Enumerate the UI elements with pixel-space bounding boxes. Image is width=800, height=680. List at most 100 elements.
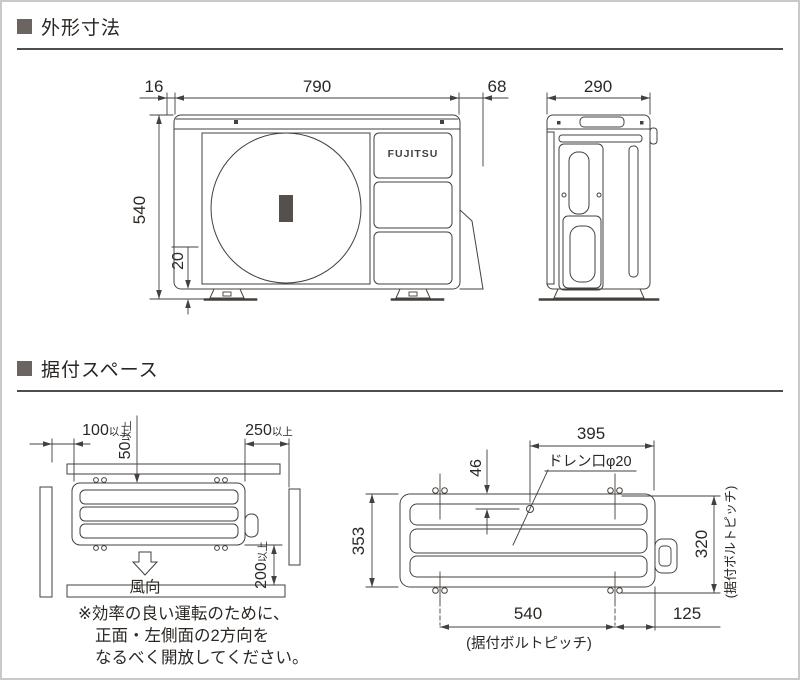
clearance-left-suffix: 以上 — [109, 426, 130, 438]
dim-width: 790 — [303, 77, 331, 96]
clearance-back-value: 50 — [117, 442, 134, 460]
valve-cover-bump — [244, 513, 259, 538]
bolt-centerline-extensions — [439, 601, 616, 626]
wall-face-lines — [51, 473, 290, 598]
clearance-right-label: 250以上 — [245, 422, 293, 439]
section-header-install: 据付スペース — [17, 355, 783, 392]
note-line: ※効率の良い運転のために、 — [78, 605, 290, 623]
unit-top-view: 風向 — [71, 477, 259, 596]
section-title-install: 据付スペース — [41, 360, 159, 381]
efficiency-note: ※効率の良い運転のために、 正面・左側面の2方向を なるべく開放してください。 — [78, 603, 309, 669]
extension-lines — [529, 440, 655, 503]
dim-depth: 290 — [584, 77, 612, 96]
left-foot — [209, 288, 245, 299]
side-foot — [553, 288, 645, 299]
side-vent-slot — [628, 145, 639, 278]
dim-edge-offset: 125 — [673, 604, 701, 623]
inner-panel — [558, 143, 604, 291]
extension-lines — [546, 92, 651, 115]
fan-circle — [210, 132, 362, 284]
bolt-icon — [432, 587, 439, 594]
brand-logo: FUJITSU — [388, 148, 439, 160]
dim-foot-height: 20 — [170, 252, 187, 270]
dim-drain-to-edge: 395 — [577, 424, 605, 443]
clearance-left-value: 100 — [82, 422, 109, 439]
lower-cover-inner — [569, 225, 596, 283]
mounting-bolts — [93, 477, 228, 551]
front-top-dimensions: 16 790 68 — [139, 77, 509, 167]
bolt-icon — [214, 545, 220, 551]
clearance-front-label: 200以上 — [253, 541, 270, 589]
cap-bolt-icon — [640, 121, 644, 125]
section-bullet-icon — [17, 19, 32, 34]
front-view: FUJITSU — [173, 114, 484, 301]
side-view — [538, 114, 660, 301]
height-dimension: 540 — [130, 114, 206, 300]
inner-handle-slot — [568, 151, 590, 215]
right-foot — [395, 288, 431, 299]
horizontal-pitch-dimension-line — [439, 586, 721, 631]
dim-bolt-pitch-horizontal: 540 — [514, 604, 542, 623]
dim-protrusion: 68 — [488, 77, 507, 96]
dimension-arrows — [245, 441, 289, 447]
clearance-left-label: 100以上 — [82, 422, 130, 439]
clearance-back-suffix: 以上 — [121, 421, 133, 442]
bolt-icon — [222, 477, 228, 483]
bolt-icon — [607, 587, 614, 594]
note-line: 正面・左側面の2方向を — [95, 627, 270, 645]
side-panel-top — [373, 132, 453, 179]
cap-bolt-icon — [234, 120, 238, 124]
bolt-icon — [616, 487, 623, 494]
dim-drain-offset: 46 — [468, 459, 485, 477]
dimension-arrows — [43, 441, 83, 447]
bolt-icon — [101, 545, 107, 551]
dimension-arrow — [134, 474, 140, 483]
top-vent-slot — [558, 134, 643, 143]
unit-outline — [71, 482, 246, 546]
bolt-pitch-note-vertical: (据付ボルトピッチ) — [723, 486, 738, 599]
installation-drawing: 風向 100以上 50以上 250以上 200以上 — [29, 415, 738, 652]
wind-direction-arrow-icon — [131, 551, 159, 576]
bolt-icon — [607, 487, 614, 494]
dimension-arrows — [484, 485, 490, 518]
bolt-icon — [441, 587, 448, 594]
bottom-view-dimensions: 353 46 395 320 (据付ボルトピッチ) 540 125 (据付ボルト… — [349, 424, 738, 652]
clearance-front-value: 200 — [253, 562, 270, 589]
right-foot-bolt — [408, 291, 418, 297]
unit-body — [173, 114, 461, 290]
drain-leader-line — [512, 469, 637, 546]
extension-lines — [166, 92, 484, 167]
bolt-icon — [616, 587, 623, 594]
dimension-arrows — [440, 624, 655, 630]
side-panel-middle — [373, 181, 453, 229]
dim-bolt-pitch-vertical: 320 — [692, 530, 711, 558]
left-foot-bolt — [222, 291, 232, 297]
valve-cover-bump — [654, 538, 678, 574]
heat-exchanger-fins — [546, 131, 555, 285]
outline-drawing: 16 790 68 290 540 20 — [130, 77, 660, 315]
walls — [39, 463, 301, 598]
cap-bolt-icon — [440, 120, 444, 124]
fan-hub — [279, 195, 293, 222]
extension-lines — [621, 495, 721, 594]
dimension-arrows — [185, 280, 191, 308]
base-rail — [409, 528, 648, 554]
screw-icon — [561, 192, 567, 198]
dim-overhang: 16 — [145, 77, 164, 96]
back-wall-hatch — [66, 463, 281, 475]
top-slat — [79, 523, 239, 539]
right-wall-hatch — [288, 488, 301, 566]
bolt-icon — [432, 487, 439, 494]
wind-direction-label: 風向 — [129, 578, 160, 596]
extension-lines — [51, 438, 75, 482]
clearance-dimensions: 100以上 50以上 250以上 200以上 — [29, 415, 293, 589]
dimension-arrows — [271, 545, 277, 585]
dimension-line — [171, 246, 199, 315]
cap-bolt-icon — [557, 121, 561, 125]
section-title-outline: 外形寸法 — [41, 18, 122, 39]
bolt-icon — [222, 545, 228, 551]
bolt-centerlines — [439, 473, 616, 603]
extension-lines — [149, 114, 206, 300]
bolt-icon — [214, 477, 220, 483]
